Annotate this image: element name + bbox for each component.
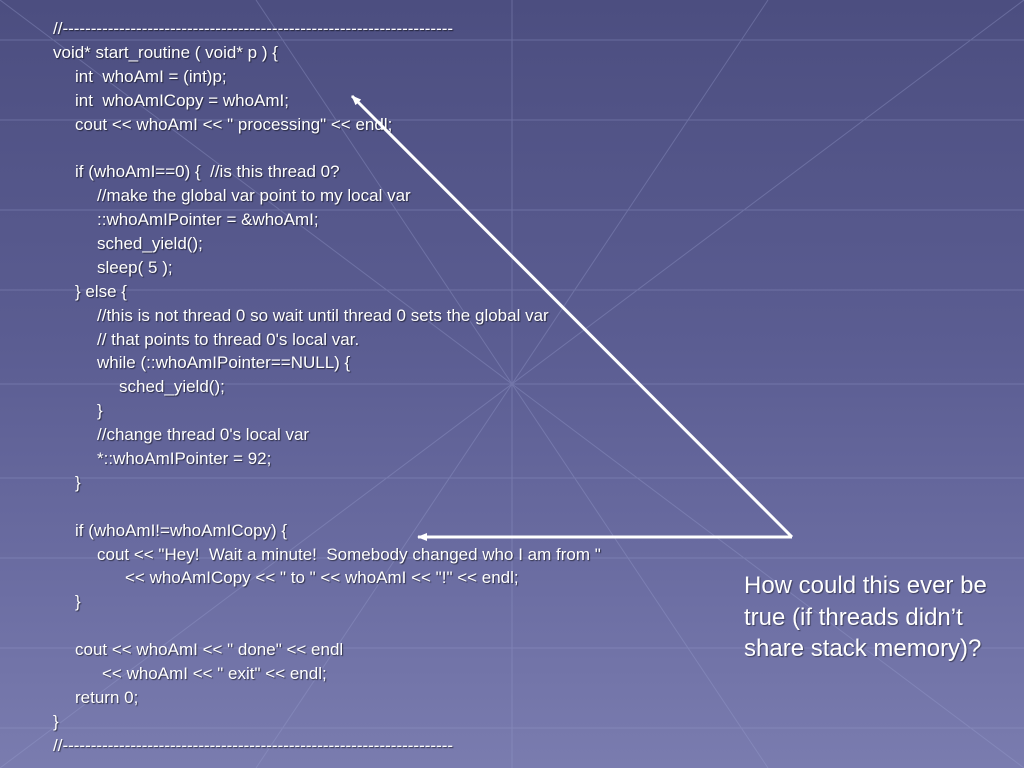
code-line: if (whoAmI!=whoAmICopy) { [75,520,288,540]
code-line: void* start_routine ( void* p ) { [53,42,278,62]
code-line: } [75,472,81,492]
code-line: } [75,592,81,612]
code-line: // that points to thread 0's local var. [97,329,360,349]
code-line: } else { [75,281,127,301]
code-line: if (whoAmI==0) { //is this thread 0? [75,162,340,182]
code-line: sleep( 5 ); [97,257,173,277]
code-line: *::whoAmIPointer = 92; [97,449,272,469]
callout-text: How could this ever be true (if threads … [744,572,987,662]
code-line: int whoAmICopy = whoAmI; [75,90,290,110]
code-line: } [53,711,59,731]
code-listing: //--------------------------------------… [53,17,601,758]
code-line: //make the global var point to my local … [97,186,411,206]
code-line: << whoAmI << " exit" << endl; [102,664,327,684]
code-line [53,495,601,519]
code-line: cout << "Hey! Wait a minute! Somebody ch… [97,544,601,564]
code-line: //this is not thread 0 so wait until thr… [97,305,549,325]
code-line: } [97,401,103,421]
code-line: while (::whoAmIPointer==NULL) { [97,353,351,373]
code-line: //change thread 0's local var [97,425,310,445]
code-line: << whoAmICopy << " to " << whoAmI << "!"… [125,568,519,588]
code-line: return 0; [75,687,139,707]
code-line: int whoAmI = (int)p; [75,66,227,86]
code-line: sched_yield(); [97,234,203,254]
code-line: sched_yield(); [119,377,225,397]
code-line [53,136,601,160]
code-line: //--------------------------------------… [53,735,454,755]
code-line: ::whoAmIPointer = &whoAmI; [97,210,319,230]
code-line: cout << whoAmI << " processing" << endl; [75,114,393,134]
code-line: cout << whoAmI << " done" << endl [75,640,344,660]
code-line: //--------------------------------------… [53,19,454,38]
code-line [53,614,601,638]
